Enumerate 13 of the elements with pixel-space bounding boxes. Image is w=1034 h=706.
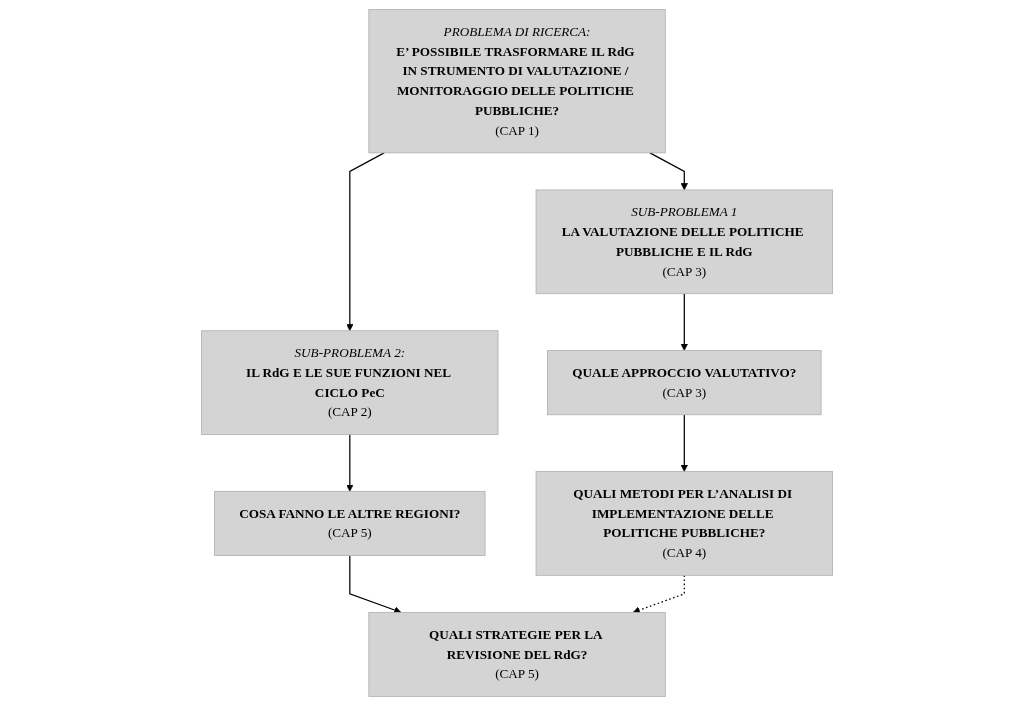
arrow [346, 152, 385, 332]
arrow [680, 293, 688, 351]
arrow [349, 554, 402, 614]
node-box: SUB-PROBLEMA 2: IL RdG E LE SUE FUNZIONI NEL CICLO PeC (CAP 2) [201, 330, 499, 435]
node-box: PROBLEMA DI RICERCA: E’ POSSIBILE TRASFORMARE IL RdG IN STRUMENTO DI VALUTAZIONE / MONITORAGGIO DELLE POLITICHE PUBBLICHE? (CAP 1) [368, 9, 666, 154]
arrow [680, 414, 688, 472]
node-box: QUALE APPROCCIO VALUTATIVO? (CAP 3) [547, 350, 822, 416]
node-box: QUALI METODI PER L’ANALISI DI IMPLEMENTAZIONE DELLE POLITICHE PUBBLICHE? (CAP 4) [535, 471, 833, 576]
node-box: SUB-PROBLEMA 1 LA VALUTAZIONE DELLE POLITICHE PUBBLICHE E IL RdG (CAP 3) [535, 189, 833, 295]
arrow [346, 433, 354, 492]
node-box: QUALI STRATEGIE PER LA REVISIONE DEL RdG? (CAP 5) [368, 612, 666, 697]
arrow [649, 152, 688, 191]
node-box: COSA FANNO LE ALTRE REGIONI? (CAP 5) [214, 490, 486, 556]
